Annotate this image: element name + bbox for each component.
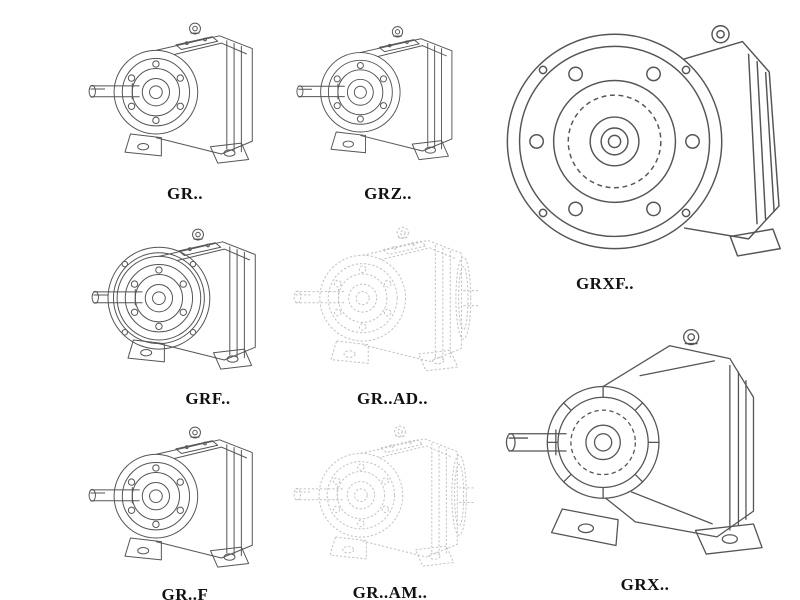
cell-grxf: GRXF.. bbox=[495, 5, 795, 297]
gearbox-drawing-grx bbox=[500, 300, 790, 574]
gearbox-drawing-grad bbox=[290, 212, 495, 388]
model-label-grf: GRF.. bbox=[185, 389, 231, 408]
model-label-gr: GR.. bbox=[167, 184, 203, 203]
cell-grad: GR..AD.. bbox=[290, 212, 495, 412]
gearbox-drawing-grz bbox=[293, 5, 483, 183]
cell-grz: GRZ.. bbox=[293, 5, 483, 207]
model-label-grz: GRZ.. bbox=[364, 184, 412, 203]
cell-grfoot: GR..F bbox=[85, 412, 285, 600]
cell-grf: GRF.. bbox=[88, 212, 288, 412]
gearbox-drawing-gr bbox=[85, 5, 285, 183]
model-label-grad: GR..AD.. bbox=[356, 389, 429, 408]
model-label-grfoot: GR..F bbox=[161, 585, 209, 600]
model-label-grx: GRX.. bbox=[620, 575, 670, 594]
gearbox-drawing-grf bbox=[88, 212, 288, 388]
gearbox-drawing-grxf bbox=[495, 5, 795, 273]
model-label-grxf: GRXF.. bbox=[575, 274, 635, 293]
gearbox-drawing-grfoot bbox=[85, 412, 285, 584]
cell-gram: GR..AM.. bbox=[290, 412, 490, 600]
gearbox-drawing-gram bbox=[290, 412, 490, 582]
cell-grx: GRX.. bbox=[500, 300, 790, 598]
cell-gr: GR.. bbox=[85, 5, 285, 207]
model-label-gram: GR..AM.. bbox=[352, 583, 428, 600]
